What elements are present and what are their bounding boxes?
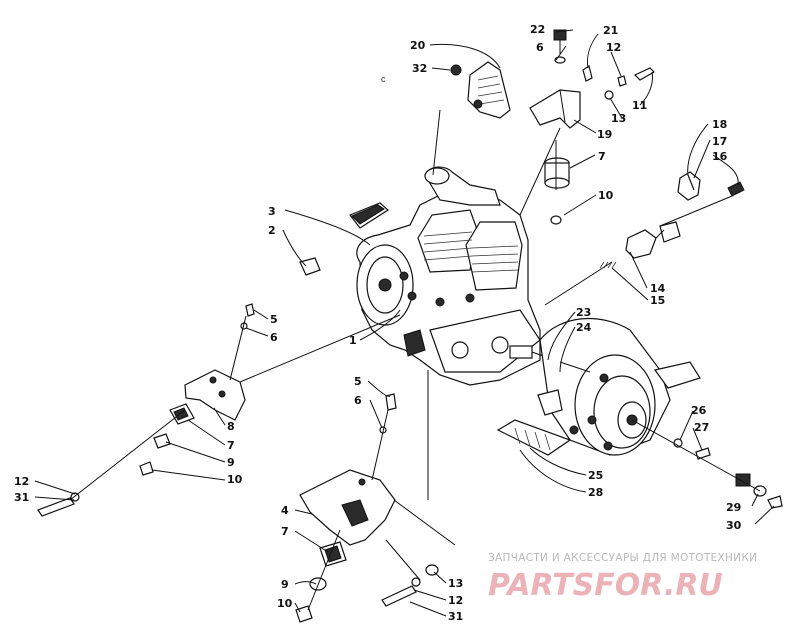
- callout-1: 1: [349, 334, 357, 347]
- callout-9-left: 9: [227, 456, 235, 469]
- part-3-gasket-shade: [351, 204, 385, 225]
- callout-3: 3: [268, 205, 276, 218]
- part-9-washer-left: [153, 433, 171, 449]
- callout-labels: 20 32 22 6 21 12 11 13 19 7 10 18 17 16 …: [14, 23, 742, 623]
- clutch-center-line: [631, 419, 761, 492]
- callout-13-bottom: 13: [448, 577, 463, 590]
- callout-11: 11: [632, 99, 647, 112]
- callout-19: 19: [597, 128, 612, 141]
- callout-21: 21: [603, 24, 618, 37]
- part-2-pad: [299, 257, 321, 276]
- part-13-washer-top: [604, 90, 614, 100]
- part-7-rubber-mount-bottom: [319, 541, 347, 567]
- callout-31-bottom: 31: [448, 610, 463, 623]
- part-18-clip: [677, 171, 701, 201]
- callout-15: 15: [650, 294, 665, 307]
- callout-9-bottom: 9: [281, 578, 289, 591]
- part-11-bolt: [633, 67, 655, 81]
- callout-8: 8: [227, 420, 235, 433]
- callout-14: 14: [650, 282, 666, 295]
- stray-mark: c: [381, 74, 386, 84]
- part-14-coupler: [625, 229, 657, 259]
- part-14-stub: [659, 221, 681, 243]
- part-30-clip: [767, 495, 783, 509]
- part-5-bolt-left: [245, 303, 255, 317]
- part-27-spring: [695, 447, 711, 460]
- part-32-nut: [450, 64, 462, 76]
- callout-12-left: 12: [14, 475, 29, 488]
- part-16-bolt: [727, 181, 745, 197]
- part-4-bottom-bracket: [299, 469, 396, 546]
- callout-6-top: 6: [536, 41, 544, 54]
- watermark: ЗАПЧАСТИ И АКСЕССУАРЫ ДЛЯ МОТОТЕХНИКИ PA…: [488, 552, 757, 603]
- callout-28: 28: [588, 486, 603, 499]
- part-12-bolt-left: [37, 497, 75, 517]
- callout-7-bottom: 7: [281, 525, 289, 538]
- part-22-bolt: [553, 29, 567, 55]
- part-10-nut-top: [550, 215, 562, 225]
- part-31-washer-bottom: [411, 577, 421, 587]
- part-20-bracket: [467, 61, 511, 119]
- callout-5-left: 5: [270, 313, 278, 326]
- callout-2: 2: [268, 224, 276, 237]
- callout-24: 24: [576, 321, 592, 334]
- callout-7-left: 7: [227, 439, 235, 452]
- part-7-rubber-mount-top: [544, 157, 570, 189]
- watermark-tagline: ЗАПЧАСТИ И АКСЕССУАРЫ ДЛЯ МОТОТЕХНИКИ: [488, 552, 757, 564]
- callout-13-top: 13: [611, 112, 626, 125]
- callout-25: 25: [588, 469, 603, 482]
- part-19-mount: [529, 89, 581, 129]
- callout-12-top: 12: [606, 41, 621, 54]
- assembly-center-lines: [69, 109, 665, 611]
- callout-30: 30: [726, 519, 742, 532]
- callout-20: 20: [410, 39, 426, 52]
- callout-18: 18: [712, 118, 727, 131]
- callout-10-bottom: 10: [277, 597, 293, 610]
- clutch-assembly: [496, 317, 701, 456]
- callout-6-bottom: 6: [354, 394, 362, 407]
- watermark-brand: PARTSFOR.RU: [488, 568, 723, 603]
- part-5-bolt-bottom: [385, 393, 397, 411]
- part-12-washer-top: [617, 75, 627, 87]
- callout-6-left: 6: [270, 331, 278, 344]
- callout-16: 16: [712, 150, 728, 163]
- callout-17: 17: [712, 135, 727, 148]
- part-21-spacer: [582, 65, 593, 82]
- callout-32: 32: [412, 62, 427, 75]
- callout-31-left: 31: [14, 491, 29, 504]
- callout-10-left: 10: [227, 473, 243, 486]
- callout-7-top: 7: [598, 150, 606, 163]
- callout-5-bottom: 5: [354, 375, 362, 388]
- callout-26: 26: [691, 404, 707, 417]
- part-7-rubber-mount-left: [169, 403, 195, 425]
- callout-29: 29: [726, 501, 741, 514]
- part-8-left-bracket: [184, 369, 246, 421]
- callout-12-bottom: 12: [448, 594, 463, 607]
- part-12-bolt-bottom: [381, 585, 417, 607]
- part-16-shaft: [659, 195, 733, 227]
- callout-27: 27: [694, 421, 709, 434]
- engine-assembly: [356, 166, 561, 386]
- part-10-nut-left: [139, 461, 154, 476]
- callout-4: 4: [281, 504, 289, 517]
- callout-22: 22: [530, 23, 545, 36]
- callout-23: 23: [576, 306, 591, 319]
- callout-10-top: 10: [598, 189, 614, 202]
- callout-leaders: [34, 29, 775, 617]
